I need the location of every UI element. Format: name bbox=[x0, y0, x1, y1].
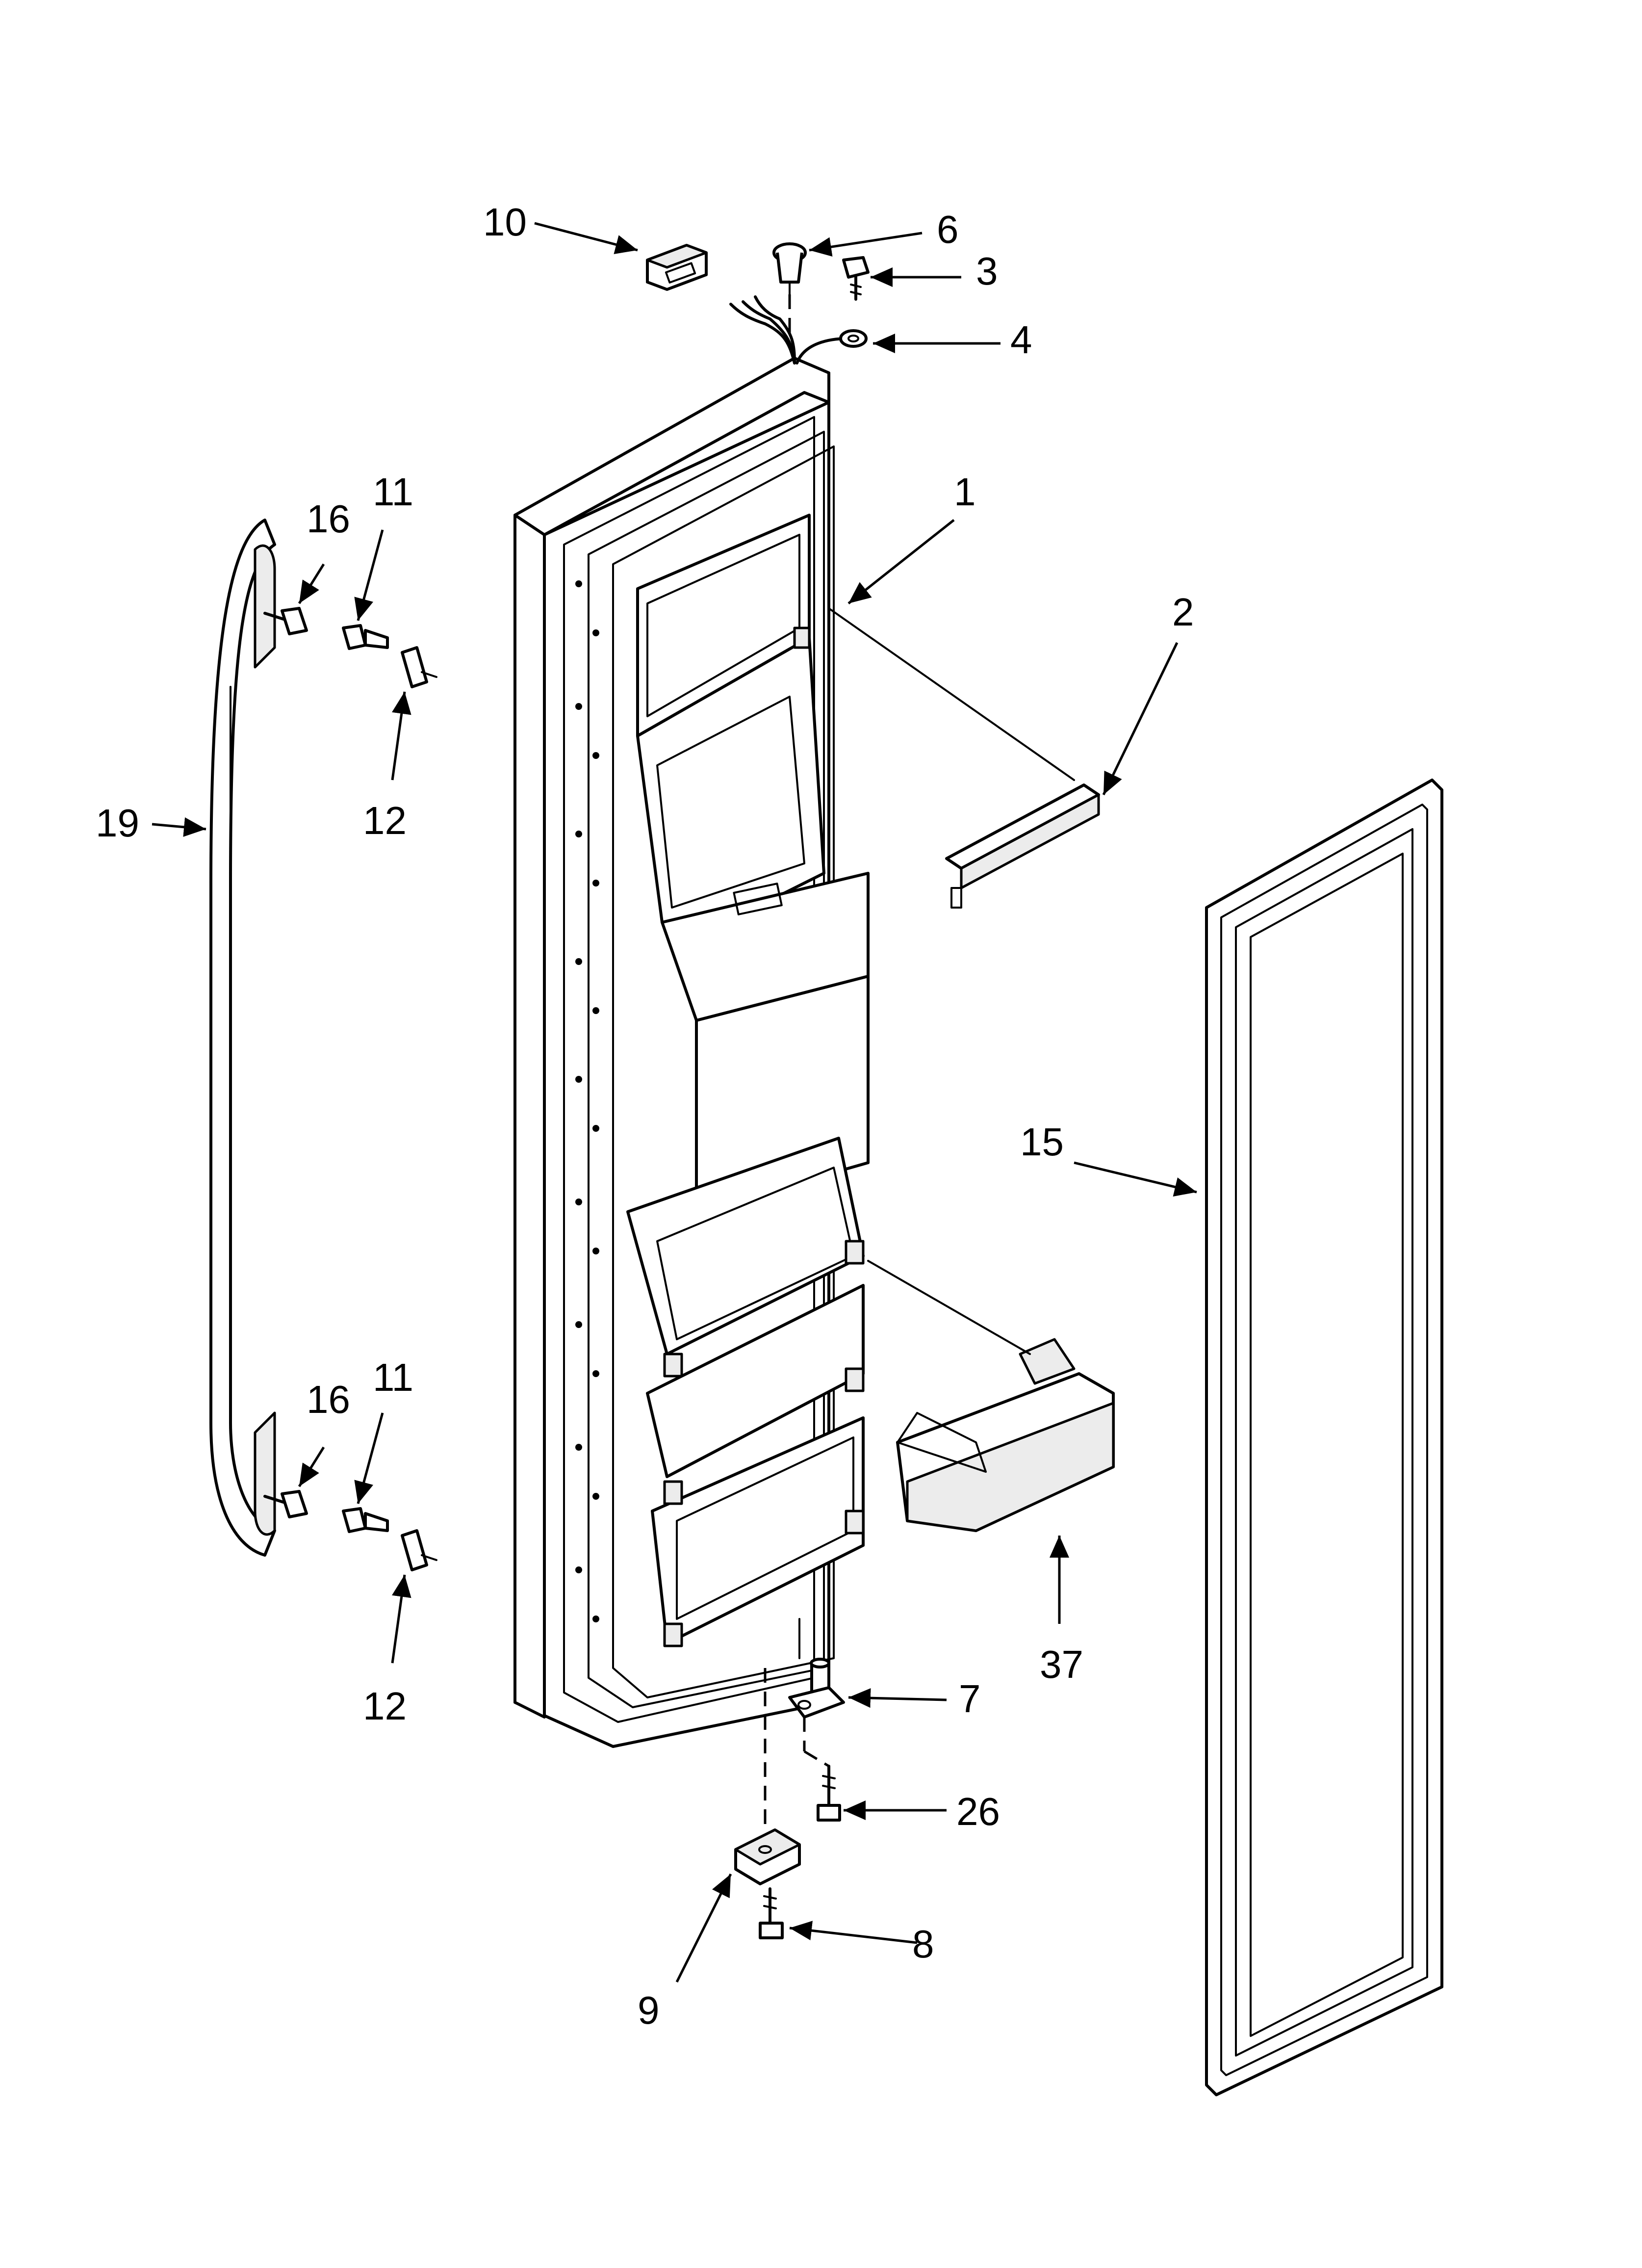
door-bin-part-37 bbox=[867, 1260, 1115, 1532]
shelf-clips bbox=[663, 626, 865, 1647]
clip-part-12-top bbox=[401, 646, 437, 688]
clip-part-12-bottom bbox=[401, 1529, 437, 1571]
callout-2: 2 bbox=[1172, 590, 1194, 634]
upper-handle-fasteners bbox=[263, 607, 437, 688]
callout-12-bottom: 12 bbox=[363, 1684, 407, 1728]
callout-19: 19 bbox=[96, 801, 139, 845]
callout-16-top: 16 bbox=[307, 497, 350, 541]
door-gasket-part-15 bbox=[1205, 779, 1443, 2096]
callout-6: 6 bbox=[937, 208, 959, 251]
screw-part-11-top bbox=[342, 624, 389, 650]
trim-strip-part-2 bbox=[828, 607, 1100, 909]
callout-labels: 10 6 3 4 1 2 16 11 19 12 15 16 11 12 7 3… bbox=[96, 200, 1194, 2032]
screw-part-16-top bbox=[263, 607, 308, 635]
wire-harness bbox=[729, 294, 850, 365]
callout-15: 15 bbox=[1020, 1120, 1064, 1164]
callout-8: 8 bbox=[912, 1922, 934, 1966]
callout-11-bottom: 11 bbox=[373, 1356, 413, 1399]
callout-1: 1 bbox=[954, 470, 976, 514]
screw-part-11-bottom bbox=[342, 1507, 389, 1533]
lower-handle-fasteners bbox=[263, 1490, 437, 1571]
connector-part-10 bbox=[646, 244, 708, 291]
callout-7: 7 bbox=[959, 1677, 981, 1721]
hinge-pin-part-7 bbox=[788, 1618, 845, 1719]
callout-11-top: 11 bbox=[373, 470, 413, 514]
mounting-holes bbox=[575, 580, 599, 1622]
callout-10: 10 bbox=[483, 200, 527, 244]
leader-arrows bbox=[152, 222, 1197, 1983]
callout-26: 26 bbox=[956, 1790, 1000, 1833]
callout-9: 9 bbox=[638, 1988, 660, 2032]
callout-37: 37 bbox=[1040, 1642, 1083, 1686]
door-liner-assembly bbox=[513, 357, 870, 1748]
door-handle-part-19 bbox=[209, 519, 276, 1557]
callout-3: 3 bbox=[976, 249, 998, 293]
callout-16-bottom: 16 bbox=[307, 1378, 350, 1421]
hinge-bracket-part-9 bbox=[734, 1668, 801, 1885]
ground-ring-part-4 bbox=[839, 329, 868, 348]
screw-part-16-bottom bbox=[263, 1490, 308, 1518]
screw-part-26 bbox=[803, 1717, 841, 1822]
light-socket-part-6 bbox=[772, 242, 807, 295]
callout-12-top: 12 bbox=[363, 799, 407, 842]
screw-part-8 bbox=[759, 1887, 784, 1939]
screw-part-3 bbox=[842, 256, 870, 301]
callout-4: 4 bbox=[1010, 318, 1032, 362]
